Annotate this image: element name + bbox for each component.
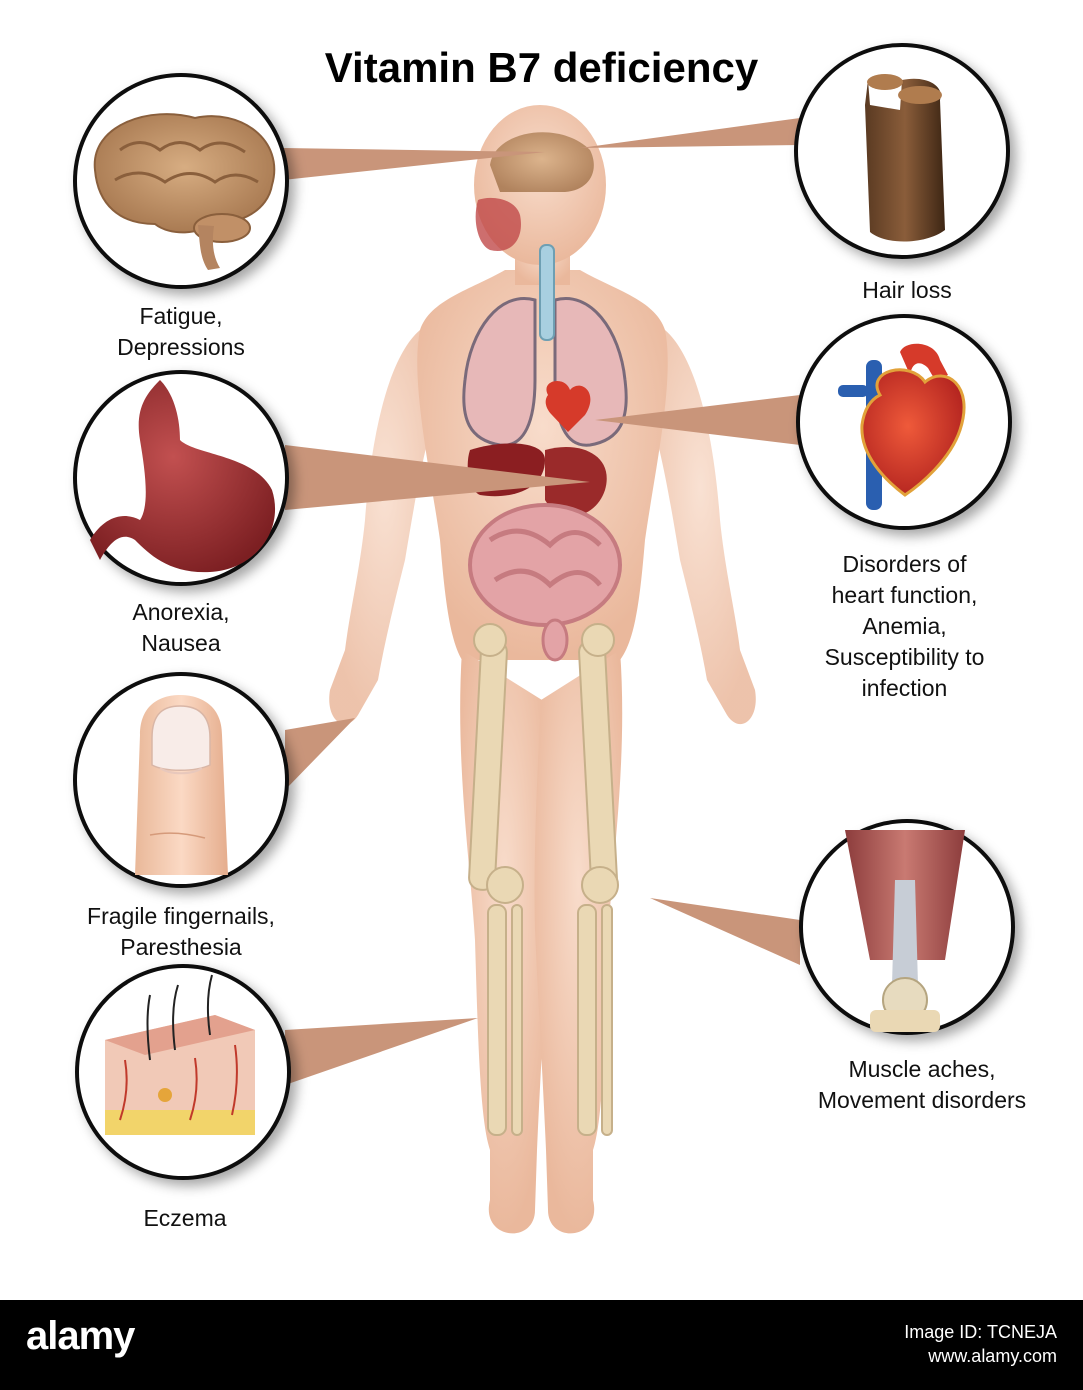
nail-callout	[73, 672, 289, 888]
beam-knee	[650, 898, 800, 965]
brain-callout	[73, 73, 289, 289]
beam-heart	[595, 395, 800, 445]
stomach-icon	[90, 380, 276, 573]
caption-hair: Hair loss	[862, 277, 952, 303]
skin-callout	[75, 964, 291, 1180]
caption-nail: Fragile fingernails, Paresthesia	[87, 903, 275, 960]
brain-organ	[490, 132, 594, 192]
site-url: www.alamy.com	[928, 1346, 1057, 1366]
skin-layer-icon	[105, 974, 255, 1135]
caption-knee: Muscle aches, Movement disorders	[817, 1056, 1027, 1113]
caption-stomach: Anorexia, Nausea	[132, 599, 230, 656]
beam-nail	[285, 718, 355, 790]
heart-callout	[796, 314, 1012, 530]
alamy-logo: alamy	[26, 1314, 135, 1358]
anatomy-illustration	[73, 43, 1015, 1234]
beam-hair	[580, 118, 800, 148]
callout-beams	[283, 118, 800, 1085]
knee-callout	[799, 819, 1015, 1035]
lungs	[462, 297, 628, 447]
hair-follicle-icon	[865, 74, 945, 242]
nasal-cavity	[475, 197, 521, 251]
leg-bones	[468, 623, 619, 1136]
image-id-block: Image ID: TCNEJA www.alamy.com	[904, 1320, 1057, 1368]
hair-callout	[794, 43, 1010, 259]
intestines	[468, 503, 622, 662]
caption-skin: Eczema	[143, 1205, 227, 1231]
knee-muscle-icon	[845, 830, 965, 1032]
stomach-callout	[73, 370, 289, 586]
beam-skin	[285, 1018, 478, 1085]
heart-icon	[838, 343, 966, 510]
beam-brain	[283, 148, 545, 180]
brain-icon	[93, 113, 276, 270]
caption-heart: Disorders of heart function, Anemia, Sus…	[824, 551, 985, 701]
diagram-title: Vitamin B7 deficiency	[324, 44, 759, 91]
footer-bar: alamy Image ID: TCNEJA www.alamy.com	[0, 1300, 1083, 1390]
image-id: Image ID: TCNEJA	[904, 1322, 1057, 1342]
fingernail-icon	[135, 695, 228, 875]
beam-stomach	[285, 445, 590, 510]
heart-organ	[545, 380, 591, 432]
trachea	[539, 244, 555, 341]
caption-brain: Fatigue, Depressions	[117, 303, 245, 360]
